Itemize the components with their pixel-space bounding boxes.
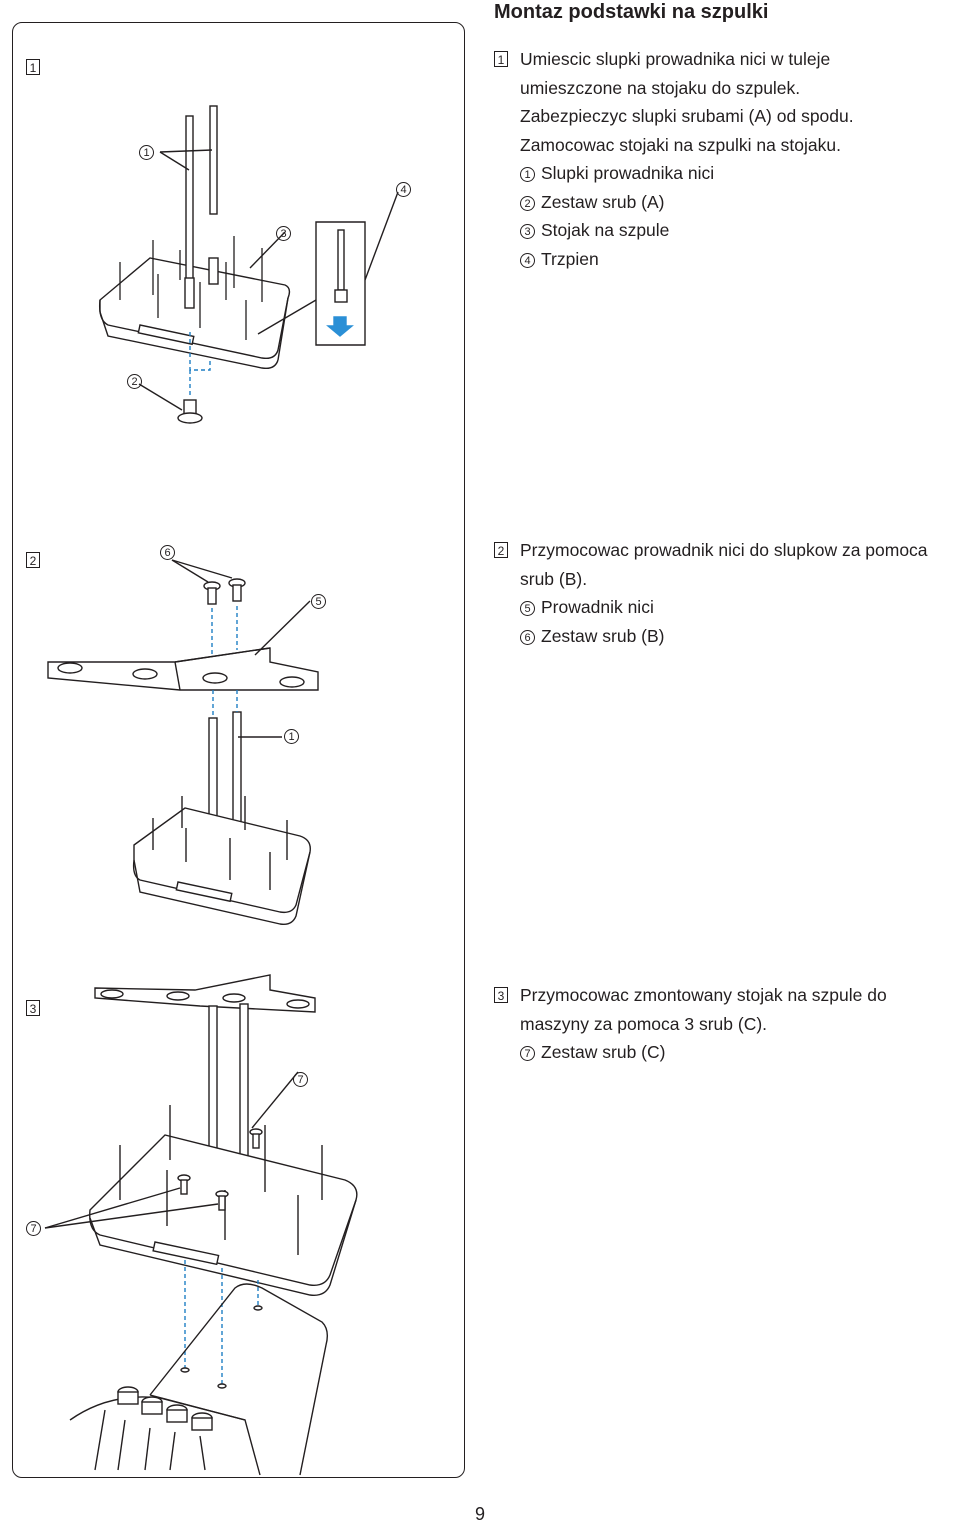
step-2-box-number: 2 bbox=[26, 552, 40, 568]
step-3-line-1: Przymocowac zmontowany stojak na szpule … bbox=[520, 985, 887, 1005]
page-number: 9 bbox=[474, 1504, 485, 1524]
step-1-number: 1 bbox=[494, 51, 508, 67]
step-1-instructions: 1 Umiescic slupki prowadnika nici w tulej… bbox=[494, 45, 854, 273]
step-1-line-3: Zabezpieczyc slupki srubami (A) od spodu… bbox=[520, 106, 854, 126]
step-2-line-2: srub (B). bbox=[520, 568, 588, 589]
step-2-number: 2 bbox=[494, 542, 508, 558]
callout-thread-guide-posts: 1 bbox=[139, 144, 154, 162]
step-3-line-2: maszyny za pomoca 3 srub (C). bbox=[520, 1013, 768, 1034]
callout-thread-guide: 5 bbox=[311, 593, 326, 611]
figure-2-thread-guide bbox=[47, 559, 319, 926]
step-3-number: 3 bbox=[494, 987, 508, 1003]
callout-screws-c-left: 7 bbox=[26, 1220, 41, 1238]
step-1-line-1: Umiescic slupki prowadnika nici w tuleje bbox=[520, 49, 831, 69]
callout-pin: 4 bbox=[396, 181, 411, 199]
step-2-line-1: Przymocowac prowadnik nici do slupkow za… bbox=[520, 540, 928, 560]
callout-spool-stand: 3 bbox=[276, 225, 291, 243]
step-3-box-number: 3 bbox=[26, 1000, 40, 1016]
step-2-instructions: 2 Przymocowac prowadnik nici do slupkow z… bbox=[494, 536, 928, 650]
illustration-panel bbox=[12, 22, 465, 1478]
step-1-line-4: Zamocowac stojaki na szpulki na stojaku. bbox=[520, 134, 841, 155]
callout-screws-c-top: 7 bbox=[293, 1071, 308, 1089]
step-3-instructions: 3 Przymocowac zmontowany stojak na szpule… bbox=[494, 981, 887, 1067]
step-1-box-number: 1 bbox=[26, 59, 40, 75]
step-1-line-2: umieszczone na stojaku do szpulek. bbox=[520, 77, 801, 98]
page-title: Montaz podstawki na szpulki bbox=[494, 1, 769, 23]
callout-screws-b: 6 bbox=[160, 544, 175, 562]
callout-screws-a: 2 bbox=[127, 373, 142, 391]
figure-1-thread-stand-base bbox=[98, 105, 399, 424]
callout-posts-fig2: 1 bbox=[284, 728, 299, 746]
figure-3-mounted-on-machine bbox=[44, 974, 358, 1476]
